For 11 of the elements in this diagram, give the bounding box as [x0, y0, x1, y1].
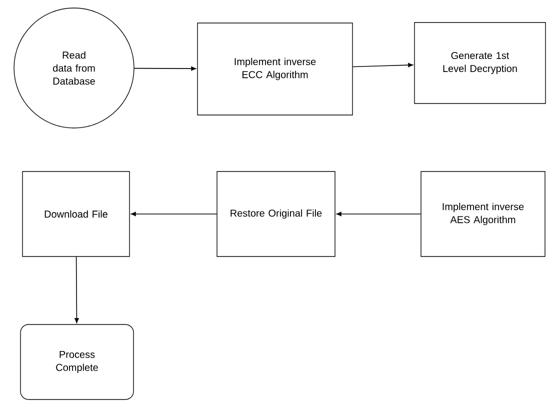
arrow	[352, 62, 414, 68]
arrow	[74, 256, 79, 324]
arrow	[130, 212, 218, 216]
arrow	[134, 66, 196, 71]
end-box: Process Complete	[20, 324, 134, 400]
process-box: Restore Original File	[216, 171, 336, 257]
process-box: Implement inverse AES Algorithm	[420, 171, 546, 257]
arrow	[336, 212, 422, 216]
process-box: Download File	[22, 171, 130, 257]
process-box: Implement inverse ECC Algorithm	[197, 22, 353, 116]
process-box: Generate 1st Level Decryption	[414, 22, 546, 104]
